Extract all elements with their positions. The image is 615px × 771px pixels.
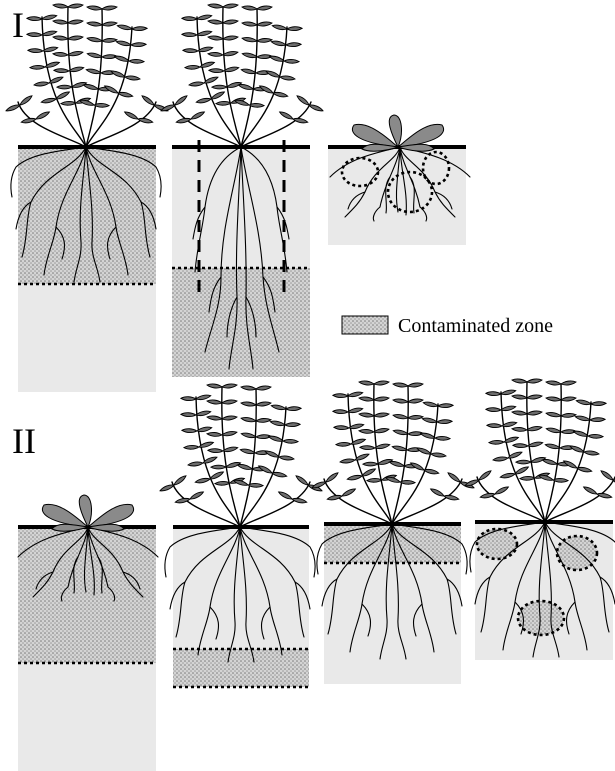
section-ii-label: II [12, 421, 36, 461]
tall-plant-icon [464, 379, 615, 522]
panel-i1 [5, 4, 168, 392]
panel-ii4 [464, 379, 615, 660]
panel-i3 [328, 115, 470, 245]
panel-ii2 [159, 384, 322, 687]
panel-ii1 [18, 495, 158, 771]
tall-plant-icon [160, 4, 323, 147]
panel-ii3 [311, 381, 474, 684]
legend-label: Contaminated zone [398, 315, 553, 337]
section-i-label: I [12, 5, 24, 45]
legend-swatch [342, 316, 388, 334]
legend: Contaminated zone [342, 315, 553, 337]
rosette-plant-icon [352, 115, 443, 151]
tall-plant-icon [159, 384, 322, 527]
tall-plant-icon [5, 4, 168, 147]
tall-plant-icon [311, 381, 474, 524]
panel-i2 [160, 4, 323, 377]
rosette-plant-icon [42, 495, 133, 531]
